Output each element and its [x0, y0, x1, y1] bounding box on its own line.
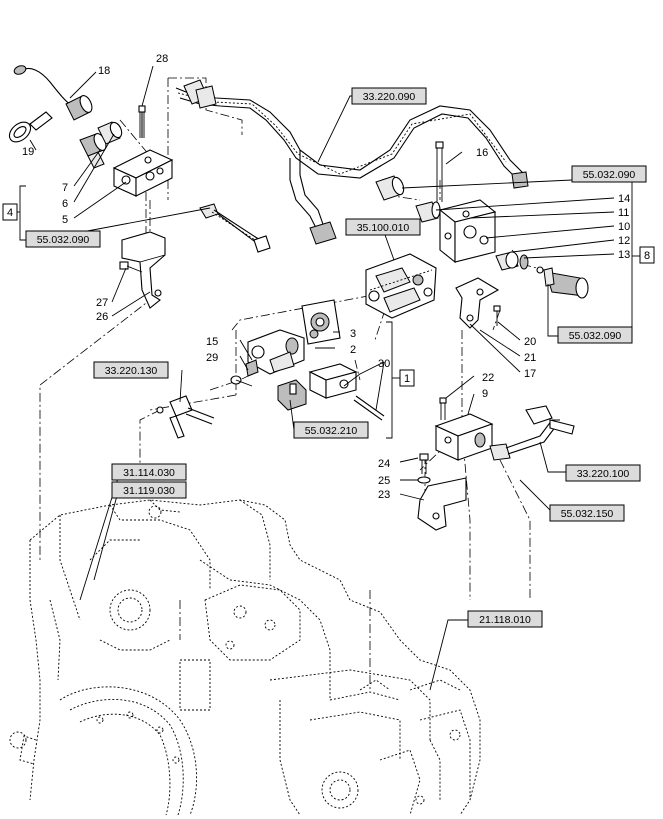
pipe-fitting-55-032-090	[199, 203, 271, 253]
control-valve-35-100-010	[365, 253, 437, 319]
ref-text-55-032-090-top-right: 55.032.090	[583, 169, 636, 181]
ref-text-33-220-090: 33.220.090	[363, 91, 416, 103]
valve-body-2	[247, 329, 305, 375]
ref-box-55-032-090-left[interactable]: 55.032.090	[25, 230, 101, 248]
hose-assembly-33-220-090	[175, 79, 529, 245]
bolt-20	[493, 305, 501, 326]
bolt-28	[138, 105, 146, 138]
group-key-8: 8	[639, 246, 655, 264]
bolt-16	[435, 141, 444, 202]
label-11: 11	[618, 207, 629, 219]
pipe-33-220-130	[156, 395, 215, 439]
label-24: 24	[378, 458, 390, 470]
label-29: 29	[206, 352, 218, 364]
group-key-4: 4	[2, 203, 18, 221]
ref-box-31-119-030[interactable]: 31.119.030	[111, 481, 187, 499]
ref-box-55-032-090-top-right[interactable]: 55.032.090	[571, 165, 647, 183]
ref-text-55-032-210: 55.032.210	[305, 425, 358, 437]
ref-text-55-032-150: 55.032.150	[561, 508, 614, 520]
leader-lines	[29, 65, 615, 691]
group-key-1: 1	[399, 369, 415, 387]
valve-block-11	[438, 199, 497, 264]
bolt-27	[119, 261, 143, 273]
label-22: 22	[482, 372, 494, 384]
fitting-10	[495, 251, 519, 271]
label-30: 30	[378, 358, 390, 370]
label-20: 20	[524, 336, 536, 348]
valve-block-9	[434, 413, 494, 461]
adapter-6	[97, 121, 123, 145]
ref-text-31-119-030: 31.119.030	[123, 485, 175, 497]
label-18: 18	[98, 65, 110, 77]
washer-25	[417, 476, 431, 484]
label-2: 2	[350, 344, 356, 356]
bracket-23	[417, 477, 467, 531]
label-21: 21	[524, 352, 536, 364]
label-12: 12	[618, 235, 630, 247]
valve-block-5	[112, 149, 174, 197]
seal-13	[536, 266, 544, 274]
ref-box-21-118-010[interactable]: 21.118.010	[467, 610, 543, 628]
label-26: 26	[96, 311, 108, 323]
label-3: 3	[350, 328, 356, 340]
ref-text-55-032-090-left: 55.032.090	[37, 234, 90, 246]
item-number-labels: 28 18 19 7 6 5 27 26 16 14 11 10 12 13 1…	[22, 53, 630, 501]
bracket-17	[455, 277, 500, 329]
ref-box-33-220-100[interactable]: 33.220.100	[565, 464, 641, 482]
label-6: 6	[62, 198, 68, 210]
label-7: 7	[62, 182, 68, 194]
ref-text-21-118-010: 21.118.010	[479, 614, 531, 626]
screw-15	[245, 359, 259, 377]
label-17: 17	[524, 368, 536, 380]
ref-text-31-114-030: 31.114.030	[123, 467, 175, 479]
ref-box-33-220-090[interactable]: 33.220.090	[351, 87, 427, 105]
group-key-1-text: 1	[404, 373, 410, 385]
group-key-4-text: 4	[7, 207, 13, 219]
o-ring-12	[519, 254, 529, 270]
pipe-33-220-100	[489, 405, 575, 461]
bolt-29	[230, 375, 253, 387]
ref-box-31-114-030[interactable]: 31.114.030	[111, 463, 187, 481]
ref-text-33-220-100: 33.220.100	[577, 468, 630, 480]
ref-box-55-032-090-right[interactable]: 55.032.090	[557, 326, 633, 344]
manifold-30	[308, 363, 385, 421]
label-14: 14	[618, 193, 630, 205]
label-16: 16	[476, 147, 488, 159]
ref-text-55-032-090-right: 55.032.090	[569, 330, 622, 342]
dust-cap-assembly	[8, 65, 93, 143]
connector-55-032-210	[277, 379, 307, 411]
bracket-26	[121, 231, 166, 309]
label-19: 19	[22, 146, 34, 158]
solenoid-55-032-090	[543, 267, 589, 299]
ref-box-55-032-150[interactable]: 55.032.150	[549, 504, 625, 522]
bolt-22	[439, 397, 447, 420]
quick-coupler-7	[79, 133, 107, 169]
label-5: 5	[62, 214, 68, 226]
label-23: 23	[378, 489, 390, 501]
bolt-24	[419, 453, 429, 474]
group-key-8-text: 8	[644, 250, 650, 262]
label-9: 9	[482, 388, 488, 400]
label-25: 25	[378, 475, 390, 487]
label-13: 13	[618, 249, 630, 261]
ref-box-35-100-010[interactable]: 35.100.010	[345, 218, 421, 236]
label-15: 15	[206, 336, 218, 348]
label-decal-3	[301, 299, 341, 345]
ref-text-33-220-130: 33.220.130	[105, 365, 158, 377]
transmission-housing-21-118-010	[9, 499, 481, 816]
label-27: 27	[96, 297, 108, 309]
ref-box-55-032-210[interactable]: 55.032.210	[293, 421, 369, 439]
ref-box-33-220-130[interactable]: 33.220.130	[93, 361, 169, 379]
label-28: 28	[156, 53, 168, 65]
elbow-fitting	[375, 175, 405, 201]
ref-text-35-100-010: 35.100.010	[357, 222, 410, 234]
label-10: 10	[618, 221, 630, 233]
